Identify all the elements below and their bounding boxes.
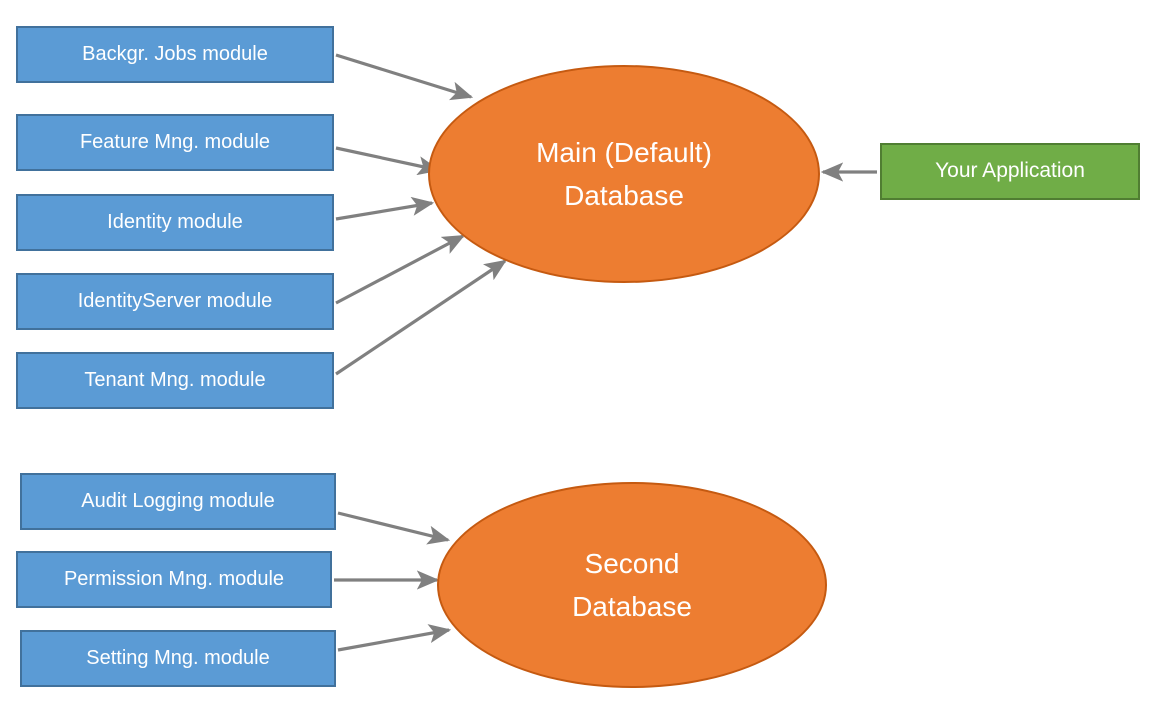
module-label: Feature Mng. module xyxy=(79,130,271,153)
connector-arrow xyxy=(335,234,465,305)
connector-arrow xyxy=(335,196,435,221)
module-label: Setting Mng. module xyxy=(86,646,270,669)
database-ellipse-second[interactable]: Second Database xyxy=(437,482,827,688)
database-label: Main (Default) Database xyxy=(536,136,712,211)
module-label: IdentityServer module xyxy=(77,289,273,312)
module-label: Backgr. Jobs module xyxy=(82,42,268,65)
database-label: Second Database xyxy=(572,547,692,622)
module-box-setting-management[interactable]: Setting Mng. module xyxy=(20,630,336,687)
module-box-tenant-management[interactable]: Tenant Mng. module xyxy=(16,352,334,409)
connector-arrow xyxy=(337,511,451,545)
connector-arrow xyxy=(335,53,474,101)
module-box-audit-logging[interactable]: Audit Logging module xyxy=(20,473,336,530)
connector-arrow xyxy=(337,624,452,652)
module-box-permission-management[interactable]: Permission Mng. module xyxy=(16,551,332,608)
application-label: Your Application xyxy=(935,159,1085,183)
connector-arrow xyxy=(335,259,507,376)
module-box-identity[interactable]: Identity module xyxy=(16,194,334,251)
module-label: Identity module xyxy=(107,210,243,233)
module-box-identity-server[interactable]: IdentityServer module xyxy=(16,273,334,330)
application-box[interactable]: Your Application xyxy=(880,143,1140,200)
database-ellipse-main-default[interactable]: Main (Default) Database xyxy=(428,65,820,283)
connector-arrow xyxy=(335,146,441,176)
module-label: Audit Logging module xyxy=(81,489,275,512)
module-box-feature-management[interactable]: Feature Mng. module xyxy=(16,114,334,171)
module-box-background-jobs[interactable]: Backgr. Jobs module xyxy=(16,26,334,83)
module-label: Permission Mng. module xyxy=(63,567,285,590)
module-label: Tenant Mng. module xyxy=(84,368,266,391)
